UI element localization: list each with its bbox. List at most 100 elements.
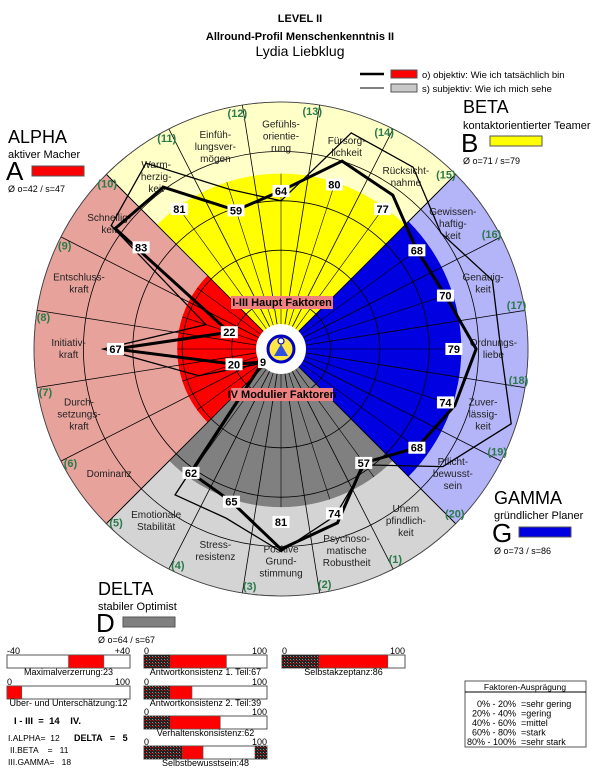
bar-hatch	[282, 655, 319, 668]
segment-label-line: keit	[475, 422, 491, 433]
value-label-bg	[436, 289, 454, 302]
segment-number: (3)	[243, 581, 257, 593]
segment-label-line: Entschluss-	[53, 272, 105, 283]
radial-line	[36, 309, 257, 346]
bar-max-label: +40	[115, 646, 130, 656]
objective-value-label: 70	[439, 291, 451, 303]
bar-hatch	[144, 686, 170, 699]
bar-caption: Antwortkonsistenz 1. Teil:67	[150, 667, 261, 677]
segment-label-line: kraft	[59, 350, 79, 361]
value-label-bg	[374, 203, 392, 216]
segment-number: (14)	[374, 127, 394, 139]
segment-label-line: rung	[271, 144, 291, 155]
value-label-bg	[355, 456, 373, 469]
summary-counts: I - III = 14 IV. I.ALPHA= 12 DELTA = 5 I…	[8, 716, 128, 767]
group-color-swatch	[122, 616, 176, 628]
scale-legend-box: Faktoren-Ausprägung 0% - 20%=sehr gering…	[464, 680, 587, 748]
grid-ring	[82, 150, 480, 548]
bar-max-label: 100	[390, 646, 405, 656]
group-gamma: GAMMA gründlicher Planer G Ø o=73 / s=86	[492, 488, 584, 556]
objective-value-label: 83	[135, 242, 147, 254]
value-label-bg	[325, 507, 343, 520]
bar-min-label: -40	[7, 646, 20, 656]
bar-fill	[68, 654, 105, 669]
segment-label-line: mögen	[200, 154, 231, 165]
summary-beta: II.BETA = 11	[10, 745, 69, 755]
segment-label-line: Fürsorg-	[328, 136, 366, 147]
legend: o) objektiv: Wie ich tatsächlich bin s) …	[360, 69, 565, 95]
segment-number: (17)	[507, 300, 527, 312]
segment-label-line: keit	[475, 284, 491, 295]
value-label-bg	[170, 203, 188, 216]
segment-number: (4)	[171, 560, 185, 572]
group-letter: D	[96, 608, 115, 638]
segment-label-line: liebe	[483, 350, 505, 361]
segment-number: (9)	[58, 240, 72, 252]
value-label-bg	[107, 343, 125, 355]
segment-number: (16)	[482, 229, 502, 241]
factor-label-mod: IV Modulier Faktoren	[228, 389, 337, 401]
radial-line	[304, 356, 453, 406]
objective-value-label: 22	[223, 327, 235, 339]
segment-number: (13)	[302, 106, 322, 118]
segment-label-line: herzig-	[141, 172, 172, 183]
objective-value-label: 80	[328, 180, 340, 192]
segment-label-line: Stress-	[200, 540, 232, 551]
bar-max-label: 100	[252, 737, 267, 747]
segment-label-line: lungsver-	[195, 142, 236, 153]
segment-label: Entschluss-kraft	[53, 272, 105, 295]
segment-label: Schnellig-keit	[87, 213, 131, 236]
segment-label: Einfüh-lungsver-mögen	[195, 130, 236, 165]
objective-value-label: 62	[185, 468, 197, 480]
radial-line	[301, 242, 428, 335]
bar-min-label: 0	[282, 646, 287, 656]
scale-box-title: Faktoren-Ausprägung	[484, 682, 566, 692]
radial-line	[168, 128, 271, 327]
group-letter: G	[492, 518, 512, 548]
radial-line	[305, 309, 526, 346]
scale-meaning: =stark	[521, 728, 546, 738]
segment-label-line: keit	[148, 184, 164, 195]
radial-line	[36, 352, 257, 389]
bar-min-label: 0	[144, 646, 149, 656]
radial-line	[291, 128, 394, 327]
segment-label: Gefühls-orientie-rung	[262, 120, 300, 155]
radial-line	[196, 363, 261, 411]
value-label-bg	[225, 358, 243, 371]
group-letter: A	[6, 156, 24, 186]
center-logo	[256, 324, 306, 374]
bar-max-label: 100	[252, 677, 267, 687]
segment-label-line: lichkeit	[331, 148, 362, 159]
summary-total: I - III = 14 IV.	[14, 716, 81, 727]
segment-label-line: Initiativ-	[51, 338, 85, 349]
group-alpha: ALPHA aktiver Macher A Ø o=42 / s=47	[6, 127, 85, 194]
factor-label-main: I-III Haupt Faktoren	[232, 297, 332, 309]
legend-subjective: s) subjektiv: Wie ich mich sehe	[422, 84, 552, 95]
segment-label-line: sein	[444, 481, 462, 492]
segment-label-line: Warm-	[141, 160, 171, 171]
bar-caption: Selbstbewusstsein:48	[162, 758, 249, 768]
segment-label-line: Zuver-	[469, 398, 498, 409]
group-color-swatch	[31, 165, 85, 177]
factor-label-bg	[231, 296, 333, 309]
objective-profile-line	[112, 159, 478, 551]
value-label-bg	[220, 326, 238, 339]
segment-label: Ordnungs-liebe	[470, 338, 517, 361]
scale-meaning: =gering	[521, 709, 551, 719]
segment-label-line: haftig-	[439, 219, 467, 230]
radial-line	[284, 373, 321, 594]
value-label-bg	[258, 356, 269, 369]
bar-min-label: 0	[7, 677, 12, 687]
bar-hatch	[144, 655, 170, 668]
scale-range: 60% - 80%	[472, 728, 516, 738]
segment-label: Durch-setzungs-kraft	[57, 398, 100, 433]
segment-label-line: Robustheit	[323, 558, 371, 569]
segment-label-line: orientie-	[263, 132, 299, 143]
radial-line	[196, 287, 261, 335]
segment-label: Genauig-keit	[462, 272, 503, 295]
